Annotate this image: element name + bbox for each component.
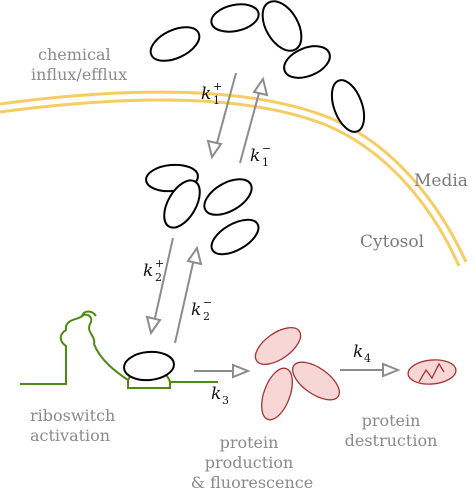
k1-minus-arrowhead (252, 76, 269, 97)
exchange-arrows (145, 72, 269, 344)
rate-k2-plus-sup: + (155, 257, 164, 270)
rate-k1-plus-base: k (201, 84, 211, 104)
k2-plus-arrow-line (154, 237, 174, 319)
rate-k1-minus: k − 1 (250, 142, 271, 169)
rate-k1-minus-sub: 1 (262, 156, 269, 169)
rate-k2-minus: k − 2 (191, 296, 212, 323)
bound-molecule (123, 350, 175, 382)
label-riboswitch-line1: riboswitch (30, 406, 115, 425)
label-production-line2: production (205, 453, 294, 472)
molecule (203, 178, 253, 216)
rate-k1-plus: k + 1 (201, 80, 222, 107)
label-production-line1: protein (220, 433, 279, 452)
rate-k4: k 4 (353, 342, 371, 365)
rate-k1-minus-sup: − (262, 142, 271, 155)
protein (261, 367, 293, 421)
rate-k2-minus-sub: 2 (203, 310, 210, 323)
molecule (283, 45, 331, 79)
k1-plus-arrowhead (206, 139, 223, 160)
label-destruction-line1: protein (362, 411, 421, 430)
molecule (261, 0, 303, 52)
molecule (210, 218, 260, 256)
membrane-outer (0, 90, 468, 263)
label-production-line3: & fluorescence (191, 473, 313, 492)
k2-plus-arrowhead (145, 315, 162, 336)
cytosol-molecules (145, 163, 260, 256)
rate-k1-plus-sub: 1 (213, 94, 220, 107)
k2-minus-arrowhead (186, 245, 203, 266)
rate-k4-base: k (353, 342, 363, 362)
rate-k1-plus-sup: + (213, 80, 222, 93)
label-riboswitch-line2: activation (30, 426, 110, 445)
destroyed-protein (407, 359, 457, 385)
riboswitch (20, 310, 218, 389)
protein-broken (407, 359, 457, 385)
riboswitch-stem-loop (81, 310, 97, 317)
rate-k4-sub: 4 (364, 352, 371, 365)
label-destruction-line2: destruction (345, 431, 438, 450)
rate-k2-plus: k + 2 (143, 257, 164, 284)
rate-k2-plus-sub: 2 (155, 271, 162, 284)
rate-k2-minus-sup: − (203, 296, 212, 309)
proteins (254, 327, 340, 421)
protein (254, 327, 302, 365)
k3-arrowhead (232, 363, 251, 379)
molecule (149, 26, 201, 62)
rate-k3-base: k (211, 384, 221, 404)
riboswitch-strand (20, 313, 218, 389)
label-media: Media (414, 171, 468, 191)
rate-k3: k 3 (211, 384, 229, 407)
rate-k3-sub: 3 (222, 394, 229, 407)
rate-k1-minus-base: k (250, 146, 260, 166)
label-chemical-line2: influx/efflux (31, 65, 127, 84)
molecule (163, 179, 201, 229)
media-molecules (149, 0, 366, 133)
label-chemical-line1: chemical (38, 45, 111, 64)
crack-icon (418, 362, 445, 383)
molecule (210, 3, 260, 33)
k1-plus-arrow-line (216, 72, 237, 144)
molecule (330, 79, 366, 133)
k4-arrowhead (382, 362, 401, 378)
rate-k2-plus-base: k (143, 261, 153, 281)
rate-k2-minus-base: k (191, 300, 201, 320)
protein (292, 361, 340, 401)
membrane-inner (0, 98, 461, 267)
k1-minus-arrow-line (239, 92, 260, 164)
k2-minus-arrow-line (174, 262, 194, 344)
label-cytosol: Cytosol (360, 232, 424, 252)
